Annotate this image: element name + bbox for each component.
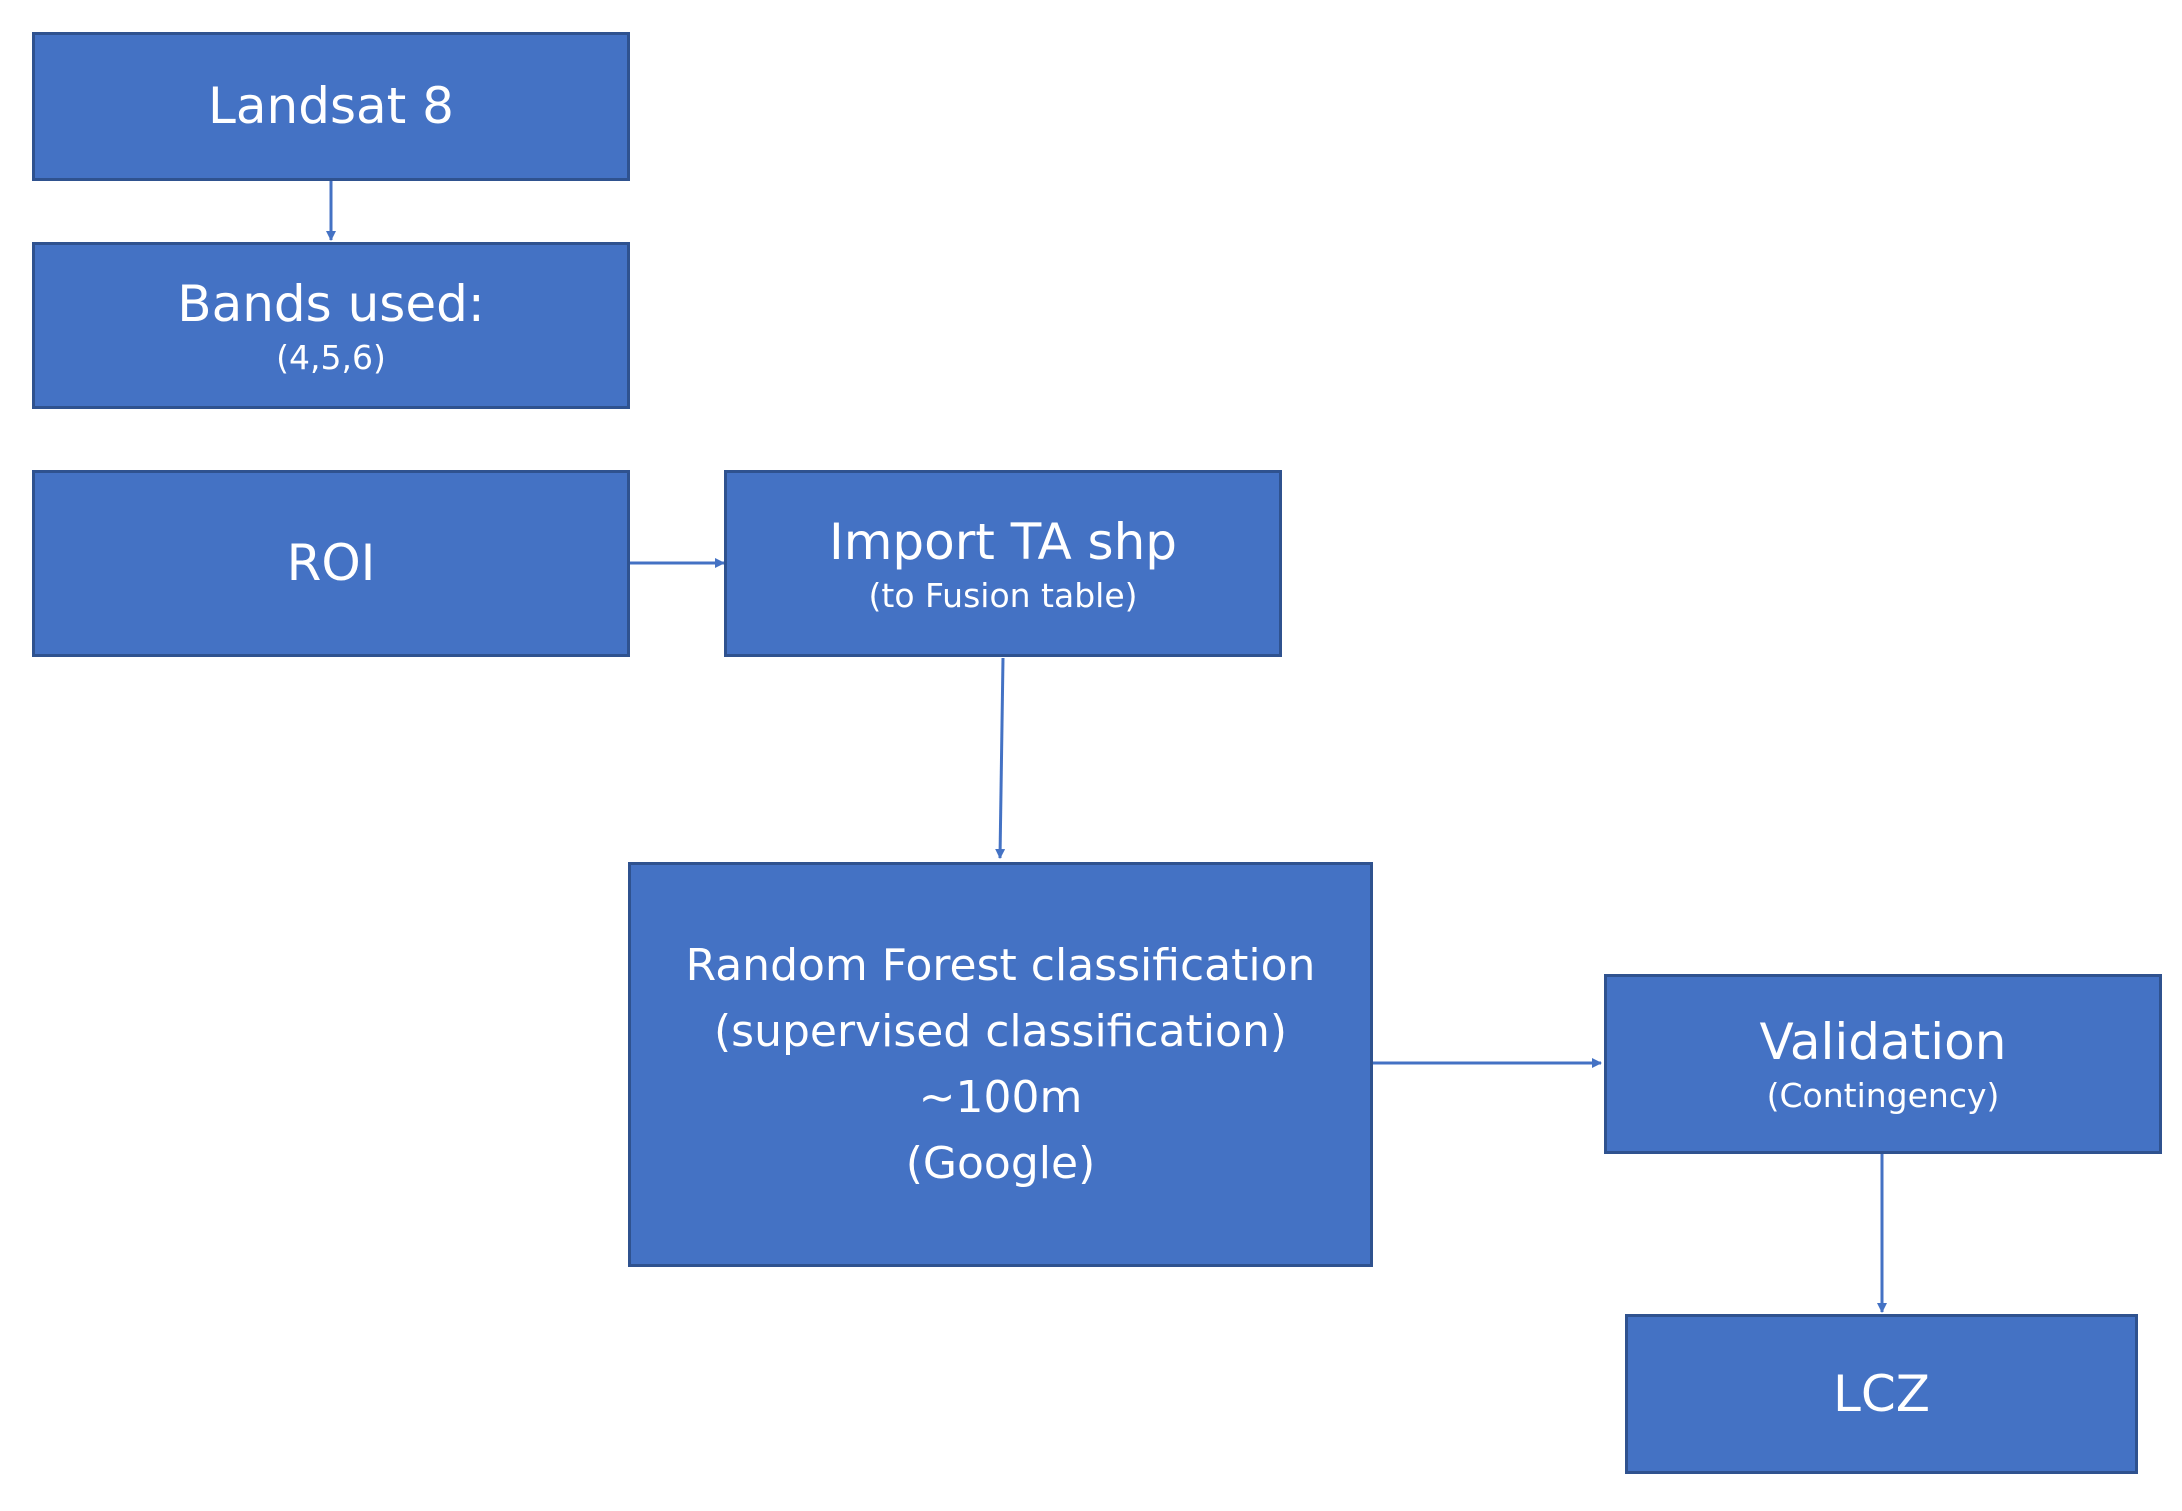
random-forest-line-2: (supervised classification) bbox=[713, 1005, 1287, 1057]
bands-used-box: Bands used: (4,5,6) bbox=[32, 242, 630, 409]
import-ta-shp-box: Import TA shp (to Fusion table) bbox=[724, 470, 1282, 657]
validation-label: Validation bbox=[1759, 1013, 2007, 1072]
random-forest-line-1: Random Forest classification bbox=[685, 939, 1316, 991]
roi-label: ROI bbox=[286, 534, 376, 592]
import-ta-shp-subtitle: (to Fusion table) bbox=[868, 575, 1138, 615]
landsat-8-box: Landsat 8 bbox=[32, 32, 630, 181]
landsat-8-label: Landsat 8 bbox=[208, 77, 454, 135]
arrow-import-to-random-forest bbox=[995, 657, 1006, 859]
lcz-label: LCZ bbox=[1832, 1364, 1931, 1423]
random-forest-line-4: (Google) bbox=[905, 1137, 1096, 1189]
bands-used-label: Bands used: bbox=[177, 274, 485, 333]
roi-box: ROI bbox=[32, 470, 630, 657]
validation-subtitle: (Contingency) bbox=[1766, 1076, 2000, 1116]
bands-used-values: (4,5,6) bbox=[276, 337, 386, 377]
random-forest-box: Random Forest classification (supervised… bbox=[628, 862, 1373, 1267]
validation-box: Validation (Contingency) bbox=[1604, 974, 2162, 1154]
import-ta-shp-label: Import TA shp bbox=[828, 512, 1178, 571]
lcz-box: LCZ bbox=[1625, 1314, 2138, 1474]
random-forest-line-3: ~100m bbox=[918, 1071, 1083, 1123]
